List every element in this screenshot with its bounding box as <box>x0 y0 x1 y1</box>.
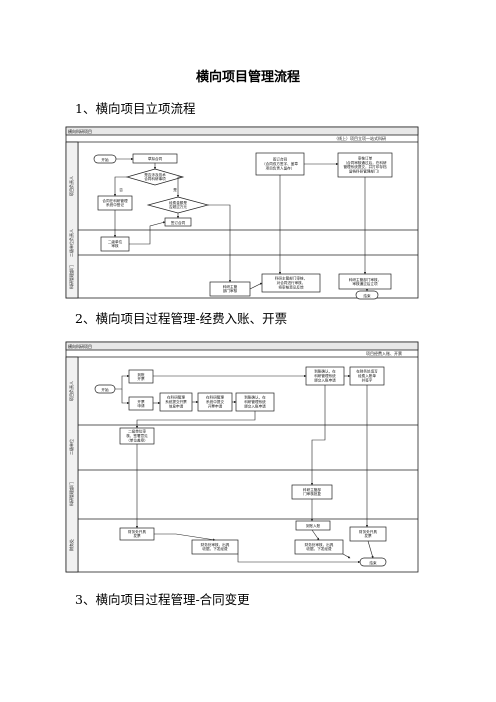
d1-unit-review: 二级单位审核 <box>108 239 123 248</box>
diagram-2-text: 横向科研项目 项目经费入账、开票 项目负责人 二级单位 科研管理部门 财务处 <box>68 343 402 551</box>
diagram-2-node-labels: 开始 到账开票 开票申请 在科研管理系统提交开票信息申请 在科研管理系统中提交开… <box>101 369 378 565</box>
d2-end: 结束 <box>369 560 377 565</box>
d2-header: 横向科研项目 <box>68 343 92 349</box>
d1-end: 结束 <box>363 293 371 298</box>
diagram-1-node-labels: 开始 草拟合同 是否涉及技术合同科研事项 否 是 合同在科研管理系统中登记 经费… <box>101 156 387 298</box>
d1-sign-contract: 签订合同 <box>171 220 186 225</box>
d1-decision2: 经费金额是否超过万元 <box>169 200 187 209</box>
d1-sign: 签订合同（合同双方签字、盖章项目负责人留存） <box>262 157 298 171</box>
diagram-1-edges <box>113 157 369 292</box>
diagram-1-text: 横向科研项目 （线上）项目立项一站式科研 项目负责人 二级单位负责人 科研管理部… <box>68 128 386 289</box>
d2-ticket: 开票申请 <box>137 399 145 408</box>
d1-start: 开始 <box>101 157 109 162</box>
d1-no: 否 <box>119 188 123 192</box>
d2-lane-2: 科研管理部门 <box>68 482 74 506</box>
d2-lane-1: 二级单位 <box>68 439 74 455</box>
d2-submit1: 在科研管理系统提交开票信息申请 <box>165 395 187 409</box>
section-heading-1: 1、横向项目立项流程 <box>75 101 196 116</box>
d2-fin1: 财务处审核，出具收据，下发经费 <box>201 542 230 551</box>
d2-lane-3: 财务处 <box>68 539 74 551</box>
d1-review2: 科研主管部门审核，对合同进行审核，将审核意见反馈 <box>275 276 307 290</box>
d2-fin2: 财务处审核，出具收据，下发经费 <box>305 542 334 551</box>
d2-subheader: 项目经费入账、开票 <box>366 350 402 356</box>
d1-subheader: （线上）项目立项一站式科研 <box>334 135 386 141</box>
d1-yes: 是 <box>173 187 177 192</box>
d2-start: 开始 <box>101 387 109 392</box>
d1-tech: 合同在科研管理系统中登记 <box>102 198 128 207</box>
d2-finance-reg: 在财务处填写经费入账单并签字 <box>356 369 378 383</box>
section-heading-3: 3、横向项目过程管理-合同变更 <box>75 592 250 607</box>
diagram-1-nodes <box>93 152 393 300</box>
d2-accept: 到账入账 <box>306 523 321 528</box>
d2-apply: 到账确认，在科研管理系统提交入账申请 <box>244 395 266 409</box>
d2-lane-0: 项目负责人 <box>68 381 74 401</box>
d1-lane-1: 二级单位负责人 <box>68 229 74 257</box>
d2-unit-check: 二级单位审核，签署意见（单位盖章） <box>126 429 148 443</box>
d1-lane-2: 科研管理部门 <box>68 265 74 289</box>
d2-dept-review: 科研主管部门审核批复 <box>303 487 321 496</box>
d1-lane-0: 项目负责人 <box>68 176 74 196</box>
d1-decision1: 是否涉及技术合同科研事项 <box>144 172 166 181</box>
d2-finance-invoice: 财务处开具发票 <box>128 529 146 538</box>
d1-archive: 审核订单（合同审核通过后，在科研管理系统提交，并打印存档留档科研管理部门） <box>343 156 387 174</box>
section-heading-2: 2、横向项目过程管理-经费入账、开票 <box>75 311 288 326</box>
diagram-2-edges <box>115 374 374 564</box>
d1-header: 横向科研项目 <box>68 128 92 134</box>
d1-review1: 科研主管部门审核 <box>223 284 238 293</box>
doc-title: 横向项目管理流程 <box>195 70 300 85</box>
d2-submit2: 在科研管理系统中提交开票申请 <box>206 395 224 409</box>
d1-review3: 科研主管部门审核，审核通过后立项 <box>349 277 381 286</box>
d1-build: 草拟合同 <box>148 156 163 161</box>
d2-fin3: 财务处开具发票 <box>359 529 377 538</box>
d2-confirm: 到账确认，在科研管理系统提交入账申请 <box>314 369 336 383</box>
d2-invoice: 到账开票 <box>137 372 145 381</box>
